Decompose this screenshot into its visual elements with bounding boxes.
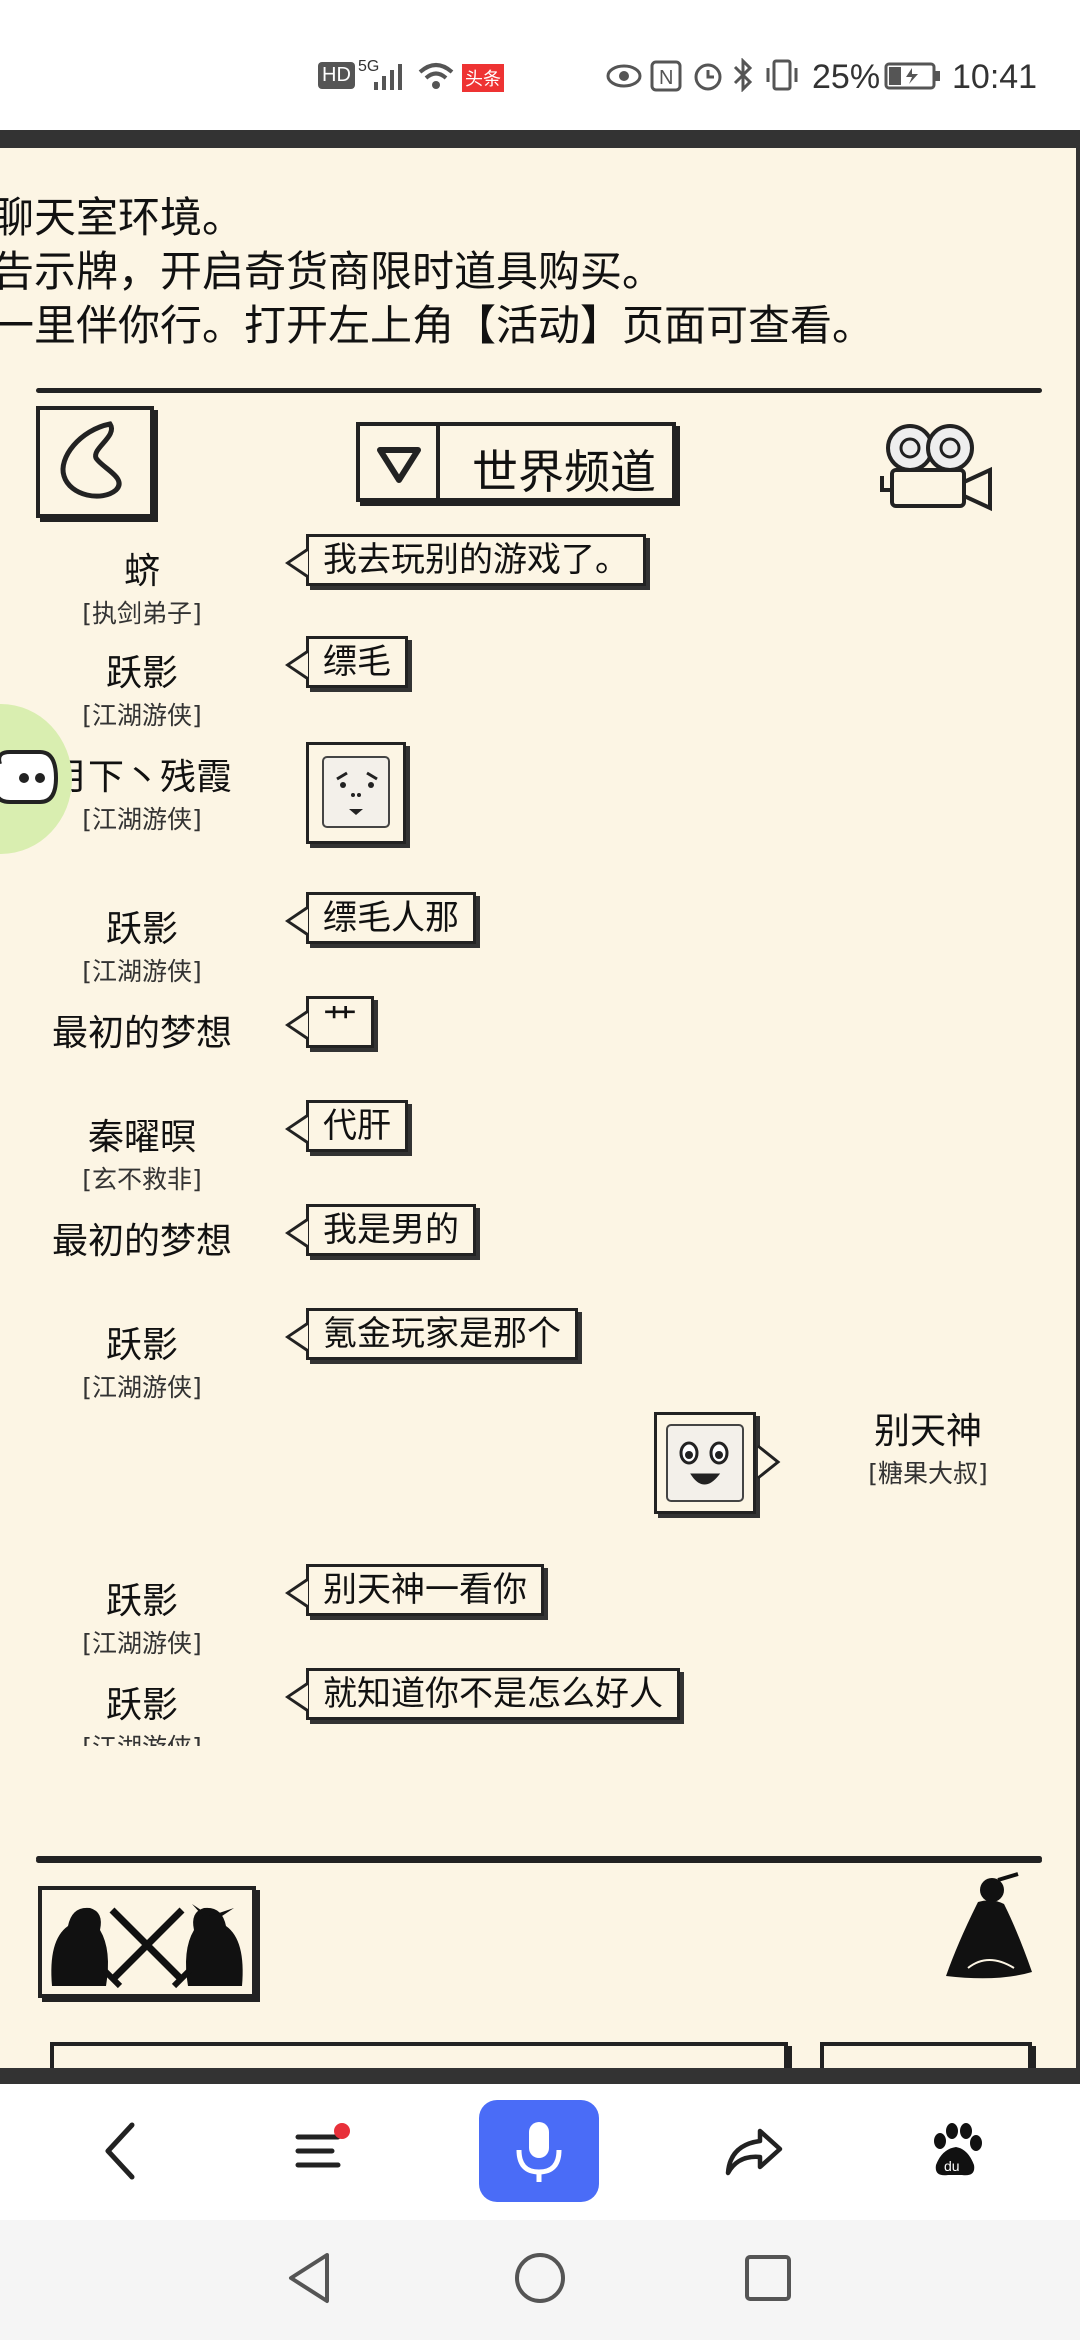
toolbar-baidu-button[interactable]: du <box>896 2101 1016 2201</box>
nfc-icon: N <box>650 60 682 92</box>
back-icon <box>105 2122 135 2180</box>
face-emoji-icon <box>666 1424 744 1502</box>
nav-recents-button[interactable] <box>728 2242 808 2314</box>
sender-title: [江湖游侠] <box>82 1629 202 1658</box>
camera-icon[interactable] <box>880 420 996 516</box>
message-bubble[interactable]: 缥毛人那 <box>285 892 476 944</box>
sender-name[interactable]: 月下丶残霞 <box>51 757 232 798</box>
net-type: 5G <box>358 58 380 75</box>
system-navigation-bar <box>0 2220 1080 2340</box>
share-icon <box>725 2128 783 2176</box>
svg-text:du: du <box>944 2158 960 2174</box>
eye-icon <box>606 64 642 88</box>
game-frame-top <box>0 130 1080 148</box>
gamepad-icon <box>0 750 59 804</box>
sender-title: [江湖游侠] <box>82 701 202 730</box>
notice-line-1: 聊天室环境。 <box>0 193 245 242</box>
notice-line-3: 一里伴你行。打开左上角【活动】页面可查看。 <box>0 301 875 350</box>
sender-title: [玄不救非] <box>82 1165 202 1194</box>
sender-name[interactable]: 跃影 <box>105 1685 178 1726</box>
battery-percent: 25% <box>812 58 881 96</box>
svg-text:N: N <box>659 67 673 89</box>
message-bubble[interactable]: 艹 <box>285 996 374 1048</box>
message-bubble[interactable]: 我去玩别的游戏了。 <box>285 534 646 586</box>
channel-selector[interactable]: 世界频道 <box>356 422 676 502</box>
divider-top <box>36 388 1042 393</box>
sender-title: [江湖游侠] <box>82 805 202 834</box>
sender-name[interactable]: 跃影 <box>105 1581 178 1622</box>
sender-name[interactable]: 最初的梦想 <box>51 1013 232 1054</box>
game-frame-bottom <box>0 2068 1080 2084</box>
chat-input[interactable] <box>50 2042 788 2068</box>
sender-name[interactable]: 跃影 <box>105 1325 178 1366</box>
sender-title: [江湖游侠] <box>12 1728 272 1746</box>
vibrate-icon <box>766 59 798 91</box>
pvp-duel-icon <box>51 1904 243 1989</box>
signal-icon <box>374 64 402 90</box>
channel-label: 世界频道 <box>472 445 656 499</box>
divider-above-input <box>36 1858 1042 1863</box>
sender-title: [执剑弟子] <box>82 599 202 628</box>
message-bubble[interactable]: 氪金玩家是那个 <box>285 1308 578 1360</box>
back-doodle-icon <box>60 421 122 499</box>
news-badge: 头条 <box>462 64 504 92</box>
baidu-paw-icon: du <box>934 2123 982 2176</box>
pvp-duel-button[interactable] <box>38 1886 256 1998</box>
sender-title: [糖果大叔] <box>868 1459 988 1488</box>
sender-title: [江湖游侠] <box>82 957 202 986</box>
status-bar: HD 5G 头条 N 25% 10:41 <box>0 0 1080 130</box>
sender-name[interactable]: 最初的梦想 <box>51 1221 232 1262</box>
dropdown-triangle-icon <box>377 447 421 483</box>
battery-charging-icon <box>884 62 940 90</box>
nav-recents-icon <box>745 2255 791 2301</box>
nav-home-button[interactable] <box>500 2242 580 2314</box>
toolbar-menu-button[interactable] <box>262 2101 382 2201</box>
bubble-tail-right <box>757 1444 781 1480</box>
message-bubble[interactable]: 缥毛 <box>285 636 408 688</box>
clock: 10:41 <box>952 58 1038 96</box>
channel-dropdown-box <box>360 426 440 498</box>
sender-name[interactable]: 蛴 <box>123 551 160 592</box>
wifi-icon <box>418 63 454 89</box>
menu-icon <box>295 2123 350 2168</box>
message-bubble[interactable]: 别天神一看你 <box>285 1564 544 1616</box>
sender-name[interactable]: 秦曜暝 <box>87 1117 196 1158</box>
sender-name[interactable]: 别天神 <box>873 1411 982 1452</box>
toolbar-back-button[interactable] <box>60 2101 180 2201</box>
voice-search-button[interactable] <box>479 2100 599 2202</box>
alarm-icon <box>694 63 722 91</box>
face-emoji-icon <box>322 756 390 828</box>
nav-back-button[interactable] <box>270 2242 350 2314</box>
sender-title: [江湖游侠] <box>82 1373 202 1402</box>
toolbar-share-button[interactable] <box>694 2101 814 2201</box>
mic-icon <box>516 2122 562 2182</box>
sender-name[interactable]: 跃影 <box>105 653 178 694</box>
game-frame-right <box>1076 130 1080 2084</box>
back-button[interactable] <box>36 406 154 518</box>
nav-back-icon <box>289 2253 329 2303</box>
send-button[interactable]: 发送 <box>820 2042 1032 2068</box>
message-bubble[interactable]: 代肝 <box>285 1100 408 1152</box>
sender-name[interactable]: 跃影 <box>105 909 178 950</box>
message-bubble[interactable]: 就知道你不是怎么好人 <box>285 1668 680 1720</box>
message-bubble[interactable]: 我是男的 <box>285 1204 476 1256</box>
bluetooth-icon <box>733 58 753 92</box>
emoji-bubble[interactable] <box>654 1412 756 1514</box>
nav-home-icon <box>515 2253 565 2303</box>
meditate-icon[interactable] <box>938 1872 1038 1988</box>
emoji-bubble[interactable] <box>306 742 406 844</box>
hd-badge: HD <box>318 62 355 89</box>
game-chat-screen: 聊天室环境。 告示牌，开启奇货商限时道具购买。 一里伴你行。打开左上角【活动】页… <box>0 148 1080 2068</box>
notice-line-2: 告示牌，开启奇货商限时道具购买。 <box>0 247 665 296</box>
notification-dot <box>334 2123 350 2139</box>
